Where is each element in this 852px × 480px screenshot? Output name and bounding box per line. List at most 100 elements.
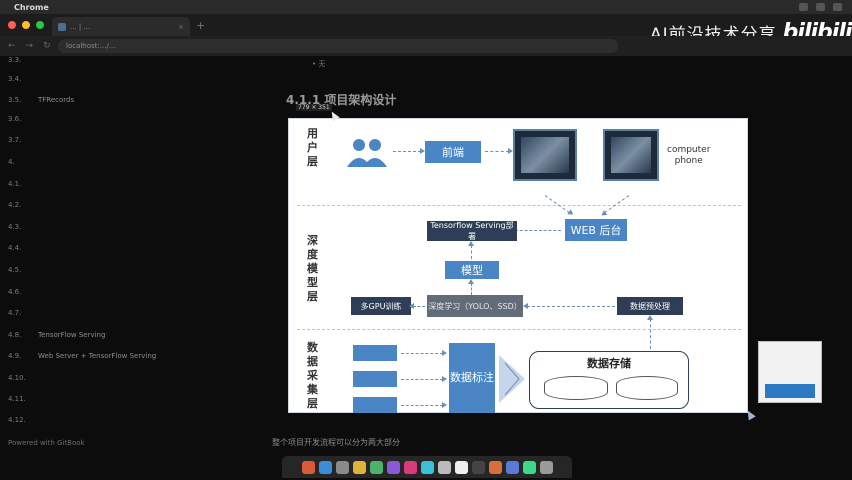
url-field[interactable]: localhost:.../... <box>58 39 618 53</box>
favicon-icon <box>58 22 66 31</box>
dock-app-icon[interactable] <box>420 460 434 474</box>
toc-item[interactable]: 3.6. <box>8 115 22 123</box>
tab-title: ... | ... <box>70 22 91 31</box>
toc-item[interactable]: 4.7. <box>8 309 22 317</box>
sidebar-toc: 3.3. 3.4. 3.5.TFRecords 3.6. 3.7. 4. 4.1… <box>0 56 180 456</box>
dock-app-icon[interactable] <box>335 460 349 474</box>
toc-item[interactable]: 4.3. <box>8 223 22 231</box>
toc-item[interactable]: 4.12. <box>8 416 26 424</box>
detection-model-box: 深度学习（YOLO、SSD） <box>427 295 523 317</box>
minimize-window-icon[interactable] <box>22 21 30 29</box>
toc-item[interactable]: 4.2. <box>8 201 22 209</box>
arrow <box>468 279 474 295</box>
source-box <box>353 397 397 413</box>
browser-tab[interactable]: ... | ... × <box>52 17 190 36</box>
source-box <box>353 345 397 361</box>
dock-app-icon[interactable] <box>505 460 519 474</box>
database-icon <box>544 376 608 400</box>
main-content: • 无 4.1.1 项目架构设计 779 × 351 整个项目开发流程可以分为两… <box>180 56 852 456</box>
data-storage-group: 数据存储 <box>529 351 689 409</box>
layer-divider <box>297 329 741 330</box>
dock-app-icon[interactable] <box>369 460 383 474</box>
arrow <box>409 303 425 309</box>
arrow <box>401 350 447 356</box>
menu-item[interactable] <box>59 3 62 12</box>
window-controls <box>8 21 44 29</box>
arrow <box>401 376 447 382</box>
dock-app-icon[interactable] <box>488 460 502 474</box>
bullet-text: • 无 <box>312 60 326 68</box>
arrow <box>647 315 653 349</box>
arrow <box>511 227 561 233</box>
dock-app-icon[interactable] <box>352 460 366 474</box>
dock-app-icon[interactable] <box>454 460 468 474</box>
layer-label-model: 深度模型层 <box>307 234 318 303</box>
devices-label: computer phone <box>667 145 711 166</box>
dock <box>282 456 572 478</box>
status-icons <box>799 3 842 11</box>
back-icon[interactable]: ← <box>8 41 16 51</box>
paragraph-text: 整个项目开发流程可以分为两大部分 <box>272 438 400 447</box>
arrow <box>401 402 447 408</box>
toc-item[interactable]: 4.11. <box>8 395 26 403</box>
layer-label-data: 数据采集层 <box>307 341 318 410</box>
toc-section[interactable]: 4. <box>8 158 15 166</box>
arrow <box>393 148 425 154</box>
toc-item[interactable]: 3.7. <box>8 136 22 144</box>
layer-label-user: 用户层 <box>307 127 318 168</box>
menu-item[interactable] <box>72 3 75 12</box>
thumbnail-preview[interactable] <box>758 341 822 403</box>
toc-item[interactable]: 3.5.TFRecords <box>8 96 75 104</box>
dock-app-icon[interactable] <box>522 460 536 474</box>
arrow <box>485 148 513 154</box>
reload-icon[interactable]: ↻ <box>43 41 51 51</box>
close-window-icon[interactable] <box>8 21 16 29</box>
users-icon <box>347 139 387 167</box>
toc-item[interactable]: 4.4. <box>8 244 22 252</box>
powered-by-link[interactable]: Powered with GitBook <box>8 439 85 447</box>
image-dimension-tag: 779 × 351 <box>296 104 332 111</box>
url-text: localhost:.../... <box>66 42 116 50</box>
phone-screen-image <box>603 129 659 181</box>
new-tab-icon[interactable]: + <box>196 19 206 32</box>
frontend-box: 前端 <box>425 141 481 163</box>
arrow <box>468 241 474 259</box>
menu-item[interactable] <box>86 3 89 12</box>
forward-icon[interactable]: → <box>25 41 34 51</box>
app-menu-chrome[interactable]: Chrome <box>14 2 49 12</box>
toc-item[interactable]: 4.6. <box>8 288 22 296</box>
toc-item[interactable]: 4.5. <box>8 266 22 274</box>
address-bar-row: ← → ↻ localhost:.../... <box>0 36 852 56</box>
dock-app-icon[interactable] <box>437 460 451 474</box>
toc-item[interactable]: 4.10. <box>8 374 26 382</box>
dock-app-icon[interactable] <box>318 460 332 474</box>
toc-item[interactable]: 4.8.TensorFlow Serving <box>8 331 106 339</box>
dock-app-icon[interactable] <box>386 460 400 474</box>
close-tab-icon[interactable]: × <box>178 22 184 31</box>
dock-app-icon[interactable] <box>539 460 553 474</box>
nav-buttons: ← → ↻ <box>0 41 58 51</box>
toc-item[interactable]: 4.1. <box>8 180 22 188</box>
web-backend-box: WEB 后台 <box>565 219 627 241</box>
dock-app-icon[interactable] <box>403 460 417 474</box>
storage-title: 数据存储 <box>587 357 631 370</box>
maximize-window-icon[interactable] <box>36 21 44 29</box>
layer-divider <box>297 205 741 206</box>
tab-bar: ... | ... × + <box>0 14 852 36</box>
data-label-box: 数据标注 <box>449 343 495 413</box>
thumbnail-caption <box>765 384 815 398</box>
dock-app-icon[interactable] <box>471 460 485 474</box>
toc-item[interactable]: 3.3. <box>8 56 22 64</box>
arrow <box>523 303 615 309</box>
toc-item[interactable]: 3.4. <box>8 75 22 83</box>
architecture-diagram[interactable]: 用户层 深度模型层 数据采集层 前端 computer phone WEB 后台… <box>288 118 748 413</box>
source-box <box>353 371 397 387</box>
tf-serving-box: Tensorflow Serving部署 <box>427 221 517 241</box>
model-box: 模型 <box>445 261 499 279</box>
section-heading: 4.1.1 项目架构设计 <box>286 93 397 107</box>
multi-gpu-box: 多GPU训练 <box>351 297 411 315</box>
dock-app-icon[interactable] <box>301 460 315 474</box>
database-icon <box>616 376 678 400</box>
toc-item[interactable]: 4.9.Web Server + TensorFlow Serving <box>8 352 157 360</box>
flow-chevron-icon <box>499 355 525 403</box>
